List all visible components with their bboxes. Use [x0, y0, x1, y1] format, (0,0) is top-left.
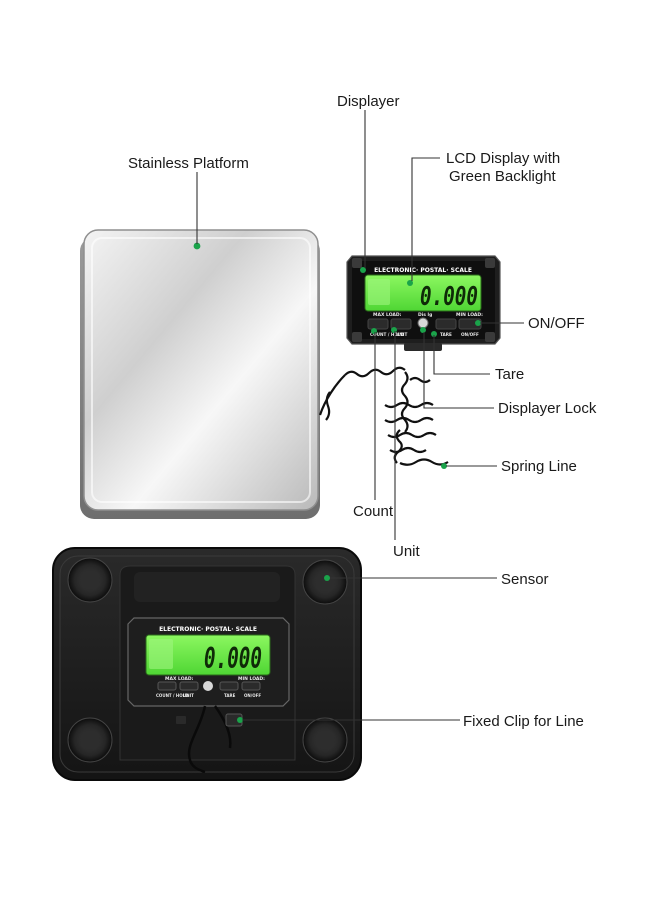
- spring-dot: [441, 463, 447, 469]
- label-count-hold: COUNT / HOLD: [370, 332, 405, 337]
- callout-unit: Unit: [393, 543, 421, 560]
- base-label-count: COUNT / HOLD: [156, 693, 189, 698]
- count-dot: [371, 328, 377, 334]
- unit-button[interactable]: [390, 318, 412, 330]
- label-tare: TARE: [440, 332, 452, 337]
- base-label-max-load: MAX LOAD:: [165, 676, 194, 682]
- platform-marker-dot: [193, 242, 201, 250]
- base-label-tare: TARE: [224, 693, 236, 698]
- label-on-off: ON/OFF: [461, 332, 479, 337]
- callout-sensor: Sensor: [501, 571, 549, 588]
- stainless-platform: [80, 229, 320, 519]
- callout-displayer-lock: Displayer Lock: [498, 400, 597, 417]
- base-label-min-load: MIN LOAD:: [238, 676, 265, 682]
- callout-lcd-line1: LCD Display with: [446, 150, 560, 167]
- on-off-dot: [475, 320, 481, 326]
- spring-line-coil: [318, 366, 449, 466]
- lcd-reading: 0.000: [420, 282, 478, 312]
- label-min-load: MIN LOAD:: [456, 312, 483, 318]
- sensor-feet: [67, 557, 348, 763]
- callout-displayer: Displayer: [337, 93, 400, 110]
- lcd-screen: [364, 274, 482, 312]
- base-label-unit: UNIT: [183, 693, 194, 698]
- base-label-on-off: ON/OFF: [244, 693, 261, 698]
- callout-lcd-line2: Green Backlight: [449, 168, 557, 185]
- label-unit: UNIT: [396, 332, 407, 337]
- sensor-dot: [324, 575, 330, 581]
- displayer-lock-knob[interactable]: [417, 317, 429, 329]
- callout-fixed-clip: Fixed Clip for Line: [463, 713, 584, 730]
- count-button[interactable]: [367, 318, 389, 330]
- lcd-dot: [407, 280, 413, 286]
- displayer-lock-clip: [404, 343, 442, 351]
- lock-dot: [420, 327, 426, 333]
- tare-button[interactable]: [435, 318, 457, 330]
- base-lcd-reading: 0.000: [204, 642, 262, 675]
- callout-spring-line: Spring Line: [501, 458, 577, 475]
- unit-dot: [391, 327, 397, 333]
- base-cord: [187, 705, 232, 774]
- displayer-dot: [360, 267, 366, 273]
- callout-on-off: ON/OFF: [528, 315, 585, 332]
- callout-stainless-platform: Stainless Platform: [128, 155, 249, 172]
- label-max-load: MAX LOAD:: [373, 312, 402, 318]
- tare-dot: [431, 331, 437, 337]
- callout-tare: Tare: [495, 366, 524, 383]
- base-brand-text: ELECTRONIC· POSTAL· SCALE: [159, 626, 257, 633]
- displayer-brand-text: ELECTRONIC· POSTAL· SCALE: [374, 267, 472, 274]
- label-dis-lg: Dis lg: [418, 312, 432, 318]
- base-displayer-unit: [127, 617, 290, 707]
- fixed-clip-dot: [237, 717, 243, 723]
- callout-count: Count: [353, 503, 394, 520]
